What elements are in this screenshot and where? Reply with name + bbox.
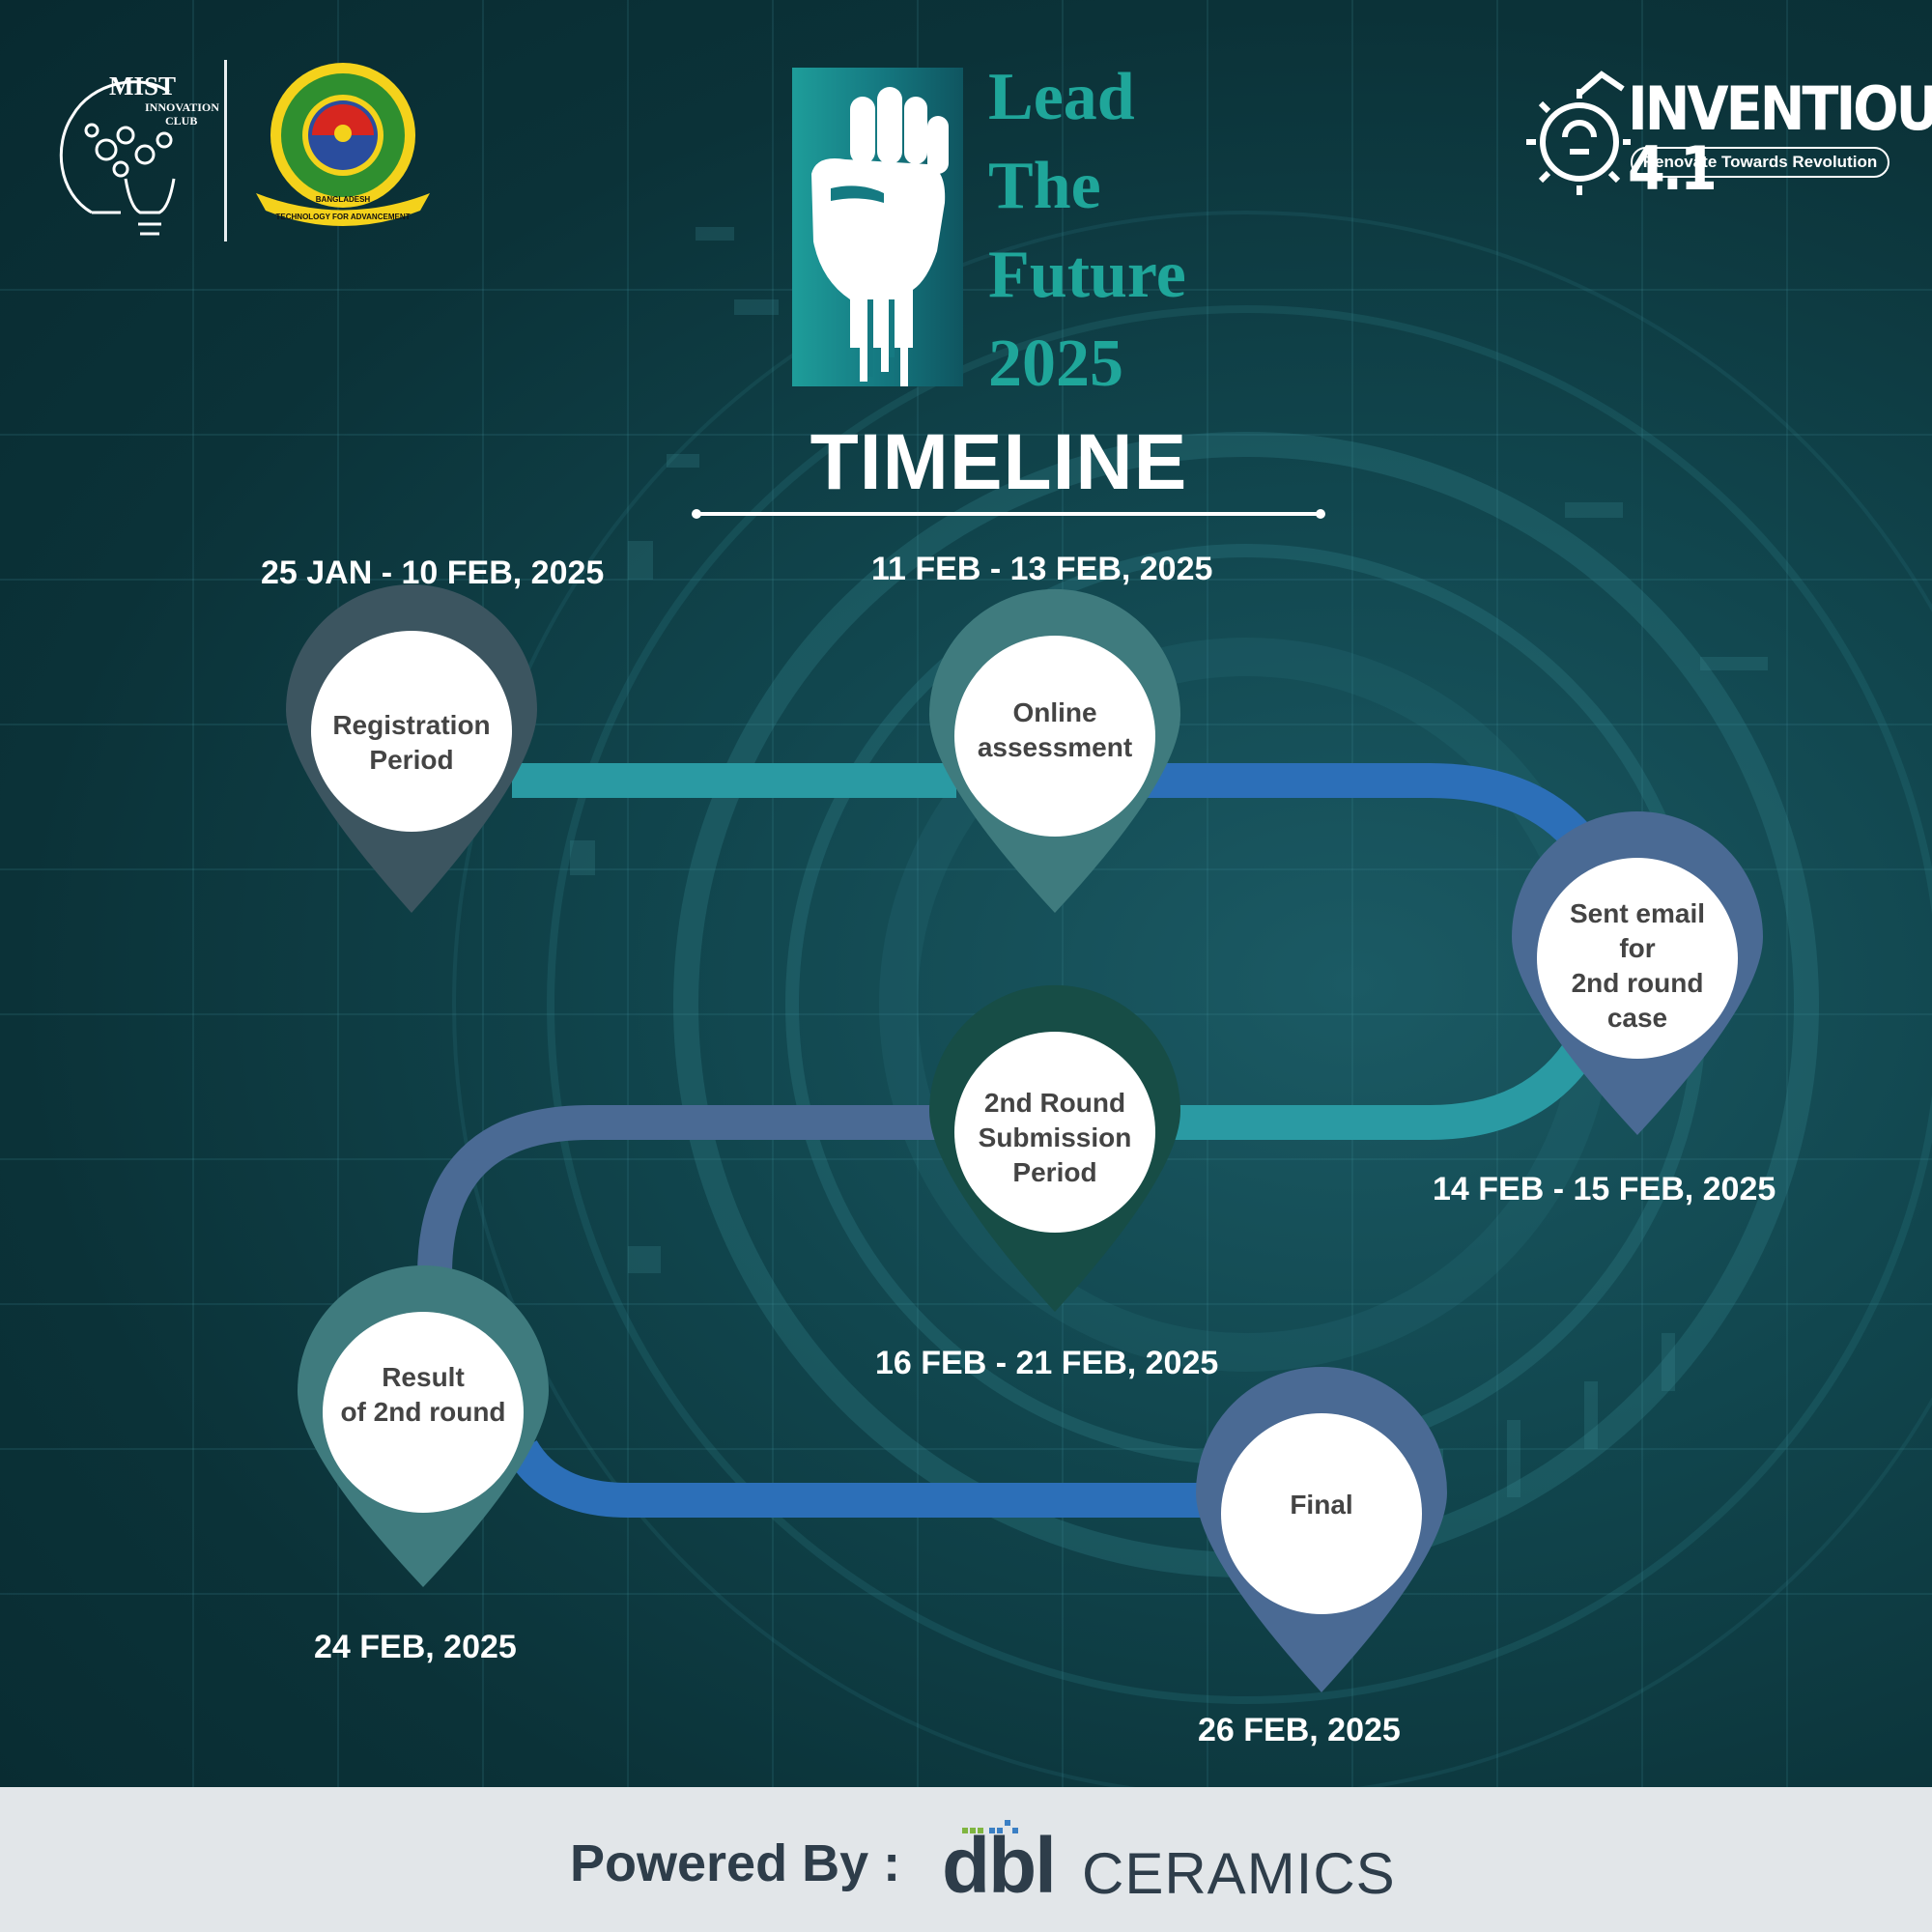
sponsor-pixel-icon bbox=[962, 1820, 1018, 1833]
footer-bar bbox=[0, 1787, 1932, 1932]
club-logo-subtitle-1: INNOVATION bbox=[145, 100, 219, 114]
mist-seal-icon bbox=[256, 63, 430, 226]
inventious-logo bbox=[1526, 70, 1884, 205]
sponsor-mark: dbl bbox=[942, 1822, 1057, 1910]
event-line-3: Future bbox=[988, 238, 1186, 312]
milestone-label-second-round-submission: 2nd Round Submission Period bbox=[958, 1086, 1151, 1190]
milestone-date-result: 24 FEB, 2025 bbox=[314, 1629, 517, 1665]
milestone-label-final: Final bbox=[1225, 1488, 1418, 1522]
logo-divider bbox=[224, 60, 227, 242]
pin-registration-period bbox=[286, 584, 537, 913]
seal-country-text: BANGLADESH bbox=[315, 195, 371, 204]
milestone-label-line: for bbox=[1619, 933, 1656, 963]
mist-innovation-club-logo: MIST INNOVATION CLUB bbox=[53, 68, 219, 237]
milestone-label-sent-email: Sent email for 2nd round case bbox=[1541, 896, 1734, 1036]
milestone-label-line: Period bbox=[369, 745, 454, 775]
raised-fist-icon bbox=[811, 87, 949, 386]
event-line-2: The bbox=[988, 149, 1101, 223]
milestone-label-line: 2nd Round bbox=[983, 1088, 1126, 1118]
milestone-date-second-round-submission: 16 FEB - 21 FEB, 2025 bbox=[875, 1345, 1219, 1381]
timeline-graphic bbox=[286, 584, 1763, 1692]
path-segment-3 bbox=[1159, 1034, 1600, 1140]
milestone-label-line: of 2nd round bbox=[340, 1397, 506, 1427]
milestone-label-registration: Registration Period bbox=[315, 708, 508, 778]
sponsor-name: CERAMICS bbox=[1082, 1841, 1396, 1906]
milestone-date-online-assessment: 11 FEB - 13 FEB, 2025 bbox=[871, 551, 1213, 587]
pin-second-round-submission bbox=[928, 984, 1180, 1312]
milestone-label-line: 2nd round bbox=[1571, 968, 1704, 998]
event-line-4: 2025 bbox=[988, 327, 1123, 401]
milestone-label-line: Result bbox=[382, 1362, 465, 1392]
path-segment-2 bbox=[1140, 763, 1609, 869]
milestone-label-line: Sent email bbox=[1569, 898, 1706, 928]
milestone-date-sent-email: 14 FEB - 15 FEB, 2025 bbox=[1433, 1171, 1776, 1208]
pin-online-assessment bbox=[928, 588, 1180, 913]
mist-seal-logo: BANGLADESH TECHNOLOGY FOR ADVANCEMENT bbox=[246, 58, 440, 232]
club-logo-subtitle-2: CLUB bbox=[165, 114, 198, 128]
seal-motto-text: TECHNOLOGY FOR ADVANCEMENT bbox=[275, 213, 411, 221]
brand-title: INVENTIOUS 4.1 bbox=[1628, 73, 1932, 204]
milestone-label-line: Online bbox=[1012, 697, 1097, 727]
powered-by-label: Powered By : bbox=[570, 1834, 901, 1892]
club-logo-title: MIST bbox=[109, 71, 177, 100]
milestone-label-result: Result of 2nd round bbox=[327, 1360, 520, 1430]
gear-robot-arm-icon bbox=[1526, 71, 1631, 195]
pin-sent-email bbox=[1512, 811, 1763, 1135]
path-segment-5 bbox=[506, 1439, 1217, 1518]
milestone-label-online-assessment: Online assessment bbox=[958, 696, 1151, 765]
path-segment-4 bbox=[417, 1105, 956, 1304]
page-title: TIMELINE bbox=[810, 418, 1188, 506]
milestone-date-registration: 25 JAN - 10 FEB, 2025 bbox=[261, 554, 605, 591]
fist-emblem bbox=[792, 68, 963, 386]
milestone-label-line: Submission bbox=[978, 1122, 1132, 1152]
pin-result-second-round bbox=[298, 1265, 549, 1587]
title-underline bbox=[697, 512, 1320, 516]
milestone-label-line: assessment bbox=[977, 732, 1133, 762]
pin-final bbox=[1196, 1367, 1447, 1692]
milestone-label-line: Final bbox=[1290, 1490, 1353, 1520]
milestone-label-line: Registration bbox=[332, 710, 491, 740]
milestone-label-line: Period bbox=[1012, 1157, 1097, 1187]
title-underline-dot-right bbox=[1316, 509, 1325, 519]
brand-tagline: Renovate Towards Revolution bbox=[1631, 147, 1889, 178]
event-line-1: Lead bbox=[988, 60, 1135, 134]
milestone-label-line: case bbox=[1606, 1003, 1668, 1033]
lightbulb-head-icon bbox=[59, 80, 176, 236]
milestone-date-final: 26 FEB, 2025 bbox=[1198, 1712, 1401, 1748]
title-underline-dot-left bbox=[692, 509, 701, 519]
